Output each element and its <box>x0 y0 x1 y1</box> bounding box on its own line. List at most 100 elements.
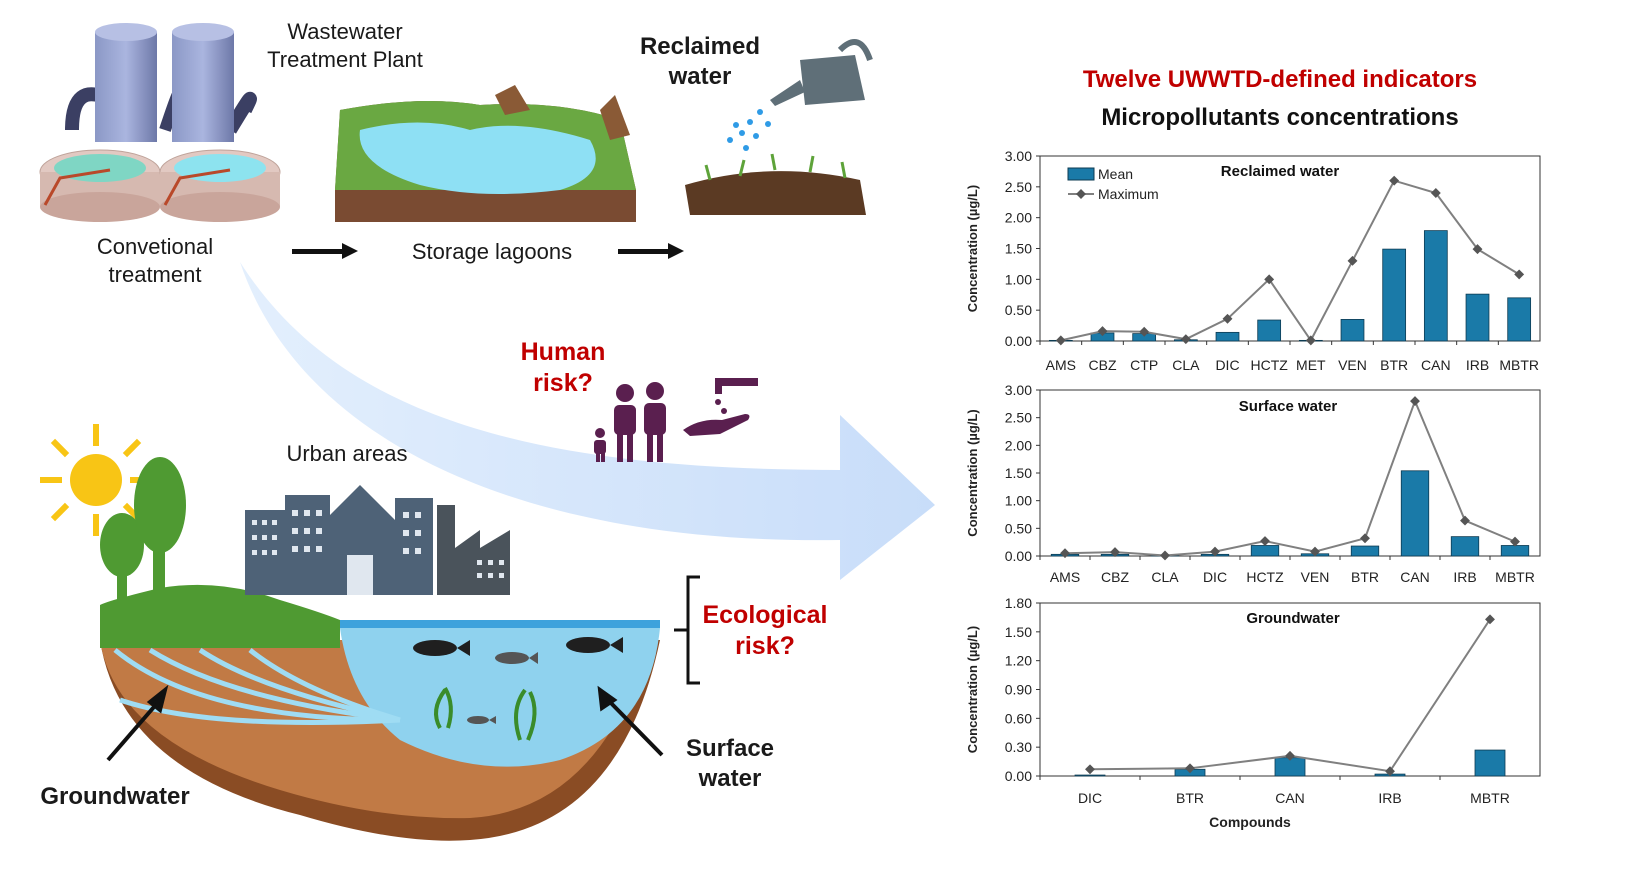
x-tick-label: VEN <box>1338 357 1367 373</box>
x-tick-label: DIC <box>1203 569 1227 585</box>
urban-label: Urban areas <box>286 441 408 466</box>
y-tick-label: 2.00 <box>1005 210 1032 226</box>
y-tick-label: 1.50 <box>1005 624 1032 640</box>
big-arrow-icon <box>240 262 935 580</box>
fish-icon <box>413 637 623 724</box>
line-point <box>1285 750 1295 761</box>
line-point <box>1472 244 1483 255</box>
y-tick-label: 0.00 <box>1005 333 1032 349</box>
bar <box>1350 545 1380 557</box>
line-point <box>1485 614 1495 625</box>
series-line-maximum <box>1064 398 1516 557</box>
x-tick-label: HCTZ <box>1246 569 1284 585</box>
y-tick-label: 3.00 <box>1005 382 1032 398</box>
treatment-tank-icon <box>39 23 281 222</box>
plot-frame <box>1039 155 1541 342</box>
x-tick-label: CTP <box>1130 357 1158 373</box>
legend-label-maximum: Maximum <box>1098 186 1159 202</box>
x-tick-label: DIC <box>1215 357 1239 373</box>
bar <box>1250 545 1280 557</box>
line-point <box>1410 396 1420 407</box>
legend-label-mean: Mean <box>1098 166 1133 182</box>
tree-icon <box>100 457 186 610</box>
hand-water-icon <box>683 378 758 436</box>
x-tick-label: BTR <box>1351 569 1379 585</box>
x-tick-label: CAN <box>1421 357 1451 373</box>
chart-title: Reclaimed water <box>1221 163 1340 180</box>
plant-icon <box>434 686 537 741</box>
y-tick-label: 2.50 <box>1005 410 1032 426</box>
line-point <box>1347 255 1358 266</box>
y-tick-label: 0.90 <box>1005 682 1032 698</box>
line-point <box>1385 766 1395 777</box>
chart-groundwater: 0.000.300.600.901.201.501.80Concentratio… <box>965 595 1541 830</box>
line-point <box>1085 764 1095 775</box>
y-tick-label: 0.60 <box>1005 710 1032 726</box>
x-tick-label: CAN <box>1400 569 1430 585</box>
x-tick-label: AMS <box>1046 357 1076 373</box>
y-tick-label: 1.50 <box>1005 241 1032 257</box>
arrow-icon <box>292 243 684 259</box>
x-tick-label: BTR <box>1176 790 1204 806</box>
ground-section <box>100 584 660 841</box>
x-tick-label: VEN <box>1301 569 1330 585</box>
x-tick-label: HCTZ <box>1251 357 1289 373</box>
bar <box>1450 536 1480 557</box>
line-point <box>1264 274 1275 285</box>
bar <box>1400 470 1430 557</box>
x-tick-label: AMS <box>1050 569 1080 585</box>
bracket <box>674 575 700 685</box>
x-tick-label: CBZ <box>1089 357 1117 373</box>
charts-title: Twelve UWWTD-defined indicators <box>1082 66 1478 93</box>
line-point <box>1460 515 1470 526</box>
x-axis-label: Compounds <box>1209 814 1291 830</box>
family-icon <box>594 382 666 462</box>
storage-label: Storage lagoons <box>411 239 573 264</box>
chart-surface-water: 0.000.501.001.502.002.503.00Concentratio… <box>965 382 1541 585</box>
factory-icon <box>437 505 510 595</box>
legend-marker-maximum <box>1076 189 1086 199</box>
x-tick-label: MBTR <box>1499 357 1539 373</box>
x-tick-label: CAN <box>1275 790 1305 806</box>
x-tick-label: BTR <box>1380 357 1408 373</box>
y-tick-label: 0.00 <box>1005 768 1032 784</box>
y-tick-label: 1.50 <box>1005 465 1032 481</box>
y-tick-label: 1.80 <box>1005 595 1032 611</box>
bar <box>1507 297 1532 342</box>
x-tick-label: MBTR <box>1470 790 1510 806</box>
line-point <box>1510 536 1520 547</box>
y-tick-label: 1.20 <box>1005 653 1032 669</box>
pointer-arrow-icon <box>106 684 664 762</box>
line-point <box>1185 763 1195 774</box>
y-tick-label: 2.00 <box>1005 437 1032 453</box>
y-axis-label: Concentration (µg/L) <box>965 409 980 536</box>
x-tick-label: CBZ <box>1101 569 1129 585</box>
charts-subtitle: Micropollutants concentrations <box>1101 104 1459 131</box>
buildings-icon <box>245 485 433 595</box>
x-tick-label: IRB <box>1378 790 1401 806</box>
x-tick-label: CLA <box>1172 357 1200 373</box>
line-point <box>1310 546 1320 557</box>
groundwater-label: Groundwater <box>40 783 190 810</box>
bar <box>1215 331 1240 342</box>
bar <box>1500 545 1530 557</box>
line-point <box>1210 546 1220 557</box>
bar <box>1423 230 1448 342</box>
bar <box>1340 319 1365 342</box>
line-point <box>1222 313 1233 324</box>
y-axis-label: Concentration (µg/L) <box>965 626 980 753</box>
plot-frame <box>1039 602 1541 777</box>
y-tick-label: 0.50 <box>1005 302 1032 318</box>
y-tick-label: 1.00 <box>1005 493 1032 509</box>
x-tick-label: MBTR <box>1495 569 1535 585</box>
chart-reclaimed-water: 0.000.501.001.502.002.503.00Concentratio… <box>965 148 1541 373</box>
y-tick-label: 3.00 <box>1005 148 1032 164</box>
y-tick-label: 1.00 <box>1005 271 1032 287</box>
y-tick-label: 2.50 <box>1005 179 1032 195</box>
watering-can-icon <box>685 39 873 215</box>
